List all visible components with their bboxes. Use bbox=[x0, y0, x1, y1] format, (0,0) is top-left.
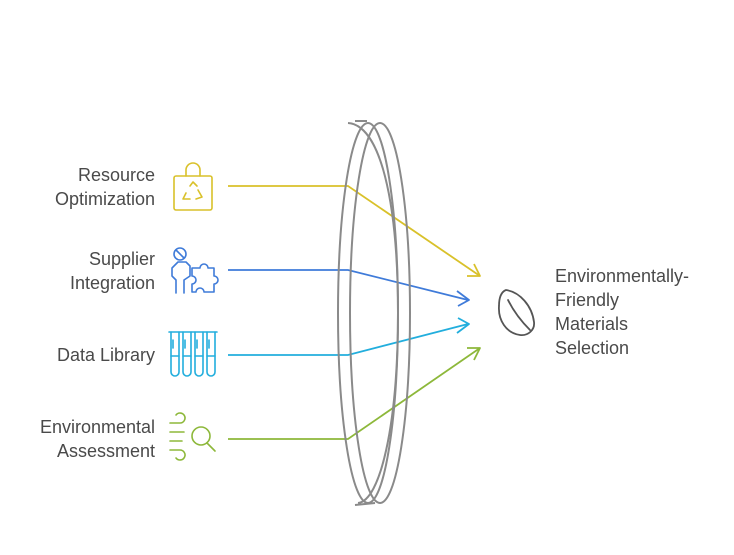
arrowhead-data bbox=[456, 317, 470, 334]
label-output: Environmentally- Friendly Materials Sele… bbox=[555, 266, 690, 358]
arrowhead-supplier bbox=[456, 290, 470, 307]
arrowhead-resource bbox=[467, 263, 481, 277]
person-puzzle-icon bbox=[171, 247, 219, 294]
arrowhead-environmental bbox=[467, 347, 481, 361]
flow-line-supplier bbox=[228, 269, 469, 301]
label-environmental-assessment: Environmental Assessment bbox=[39, 417, 155, 461]
label-supplier-integration: Supplier Integration bbox=[69, 249, 155, 293]
label-data-library: Data Library bbox=[56, 345, 155, 365]
test-tubes-icon bbox=[168, 331, 218, 377]
flow-line-resource bbox=[228, 185, 481, 277]
flow-line-environmental bbox=[228, 347, 481, 440]
leaf-icon bbox=[498, 289, 535, 336]
recycle-bag-icon bbox=[173, 162, 213, 211]
label-resource-optimization: Resource Optimization bbox=[54, 165, 155, 209]
lens-shape bbox=[337, 120, 411, 506]
flow-lines bbox=[228, 185, 481, 440]
wind-search-icon bbox=[169, 412, 216, 461]
flow-line-data bbox=[228, 323, 469, 356]
